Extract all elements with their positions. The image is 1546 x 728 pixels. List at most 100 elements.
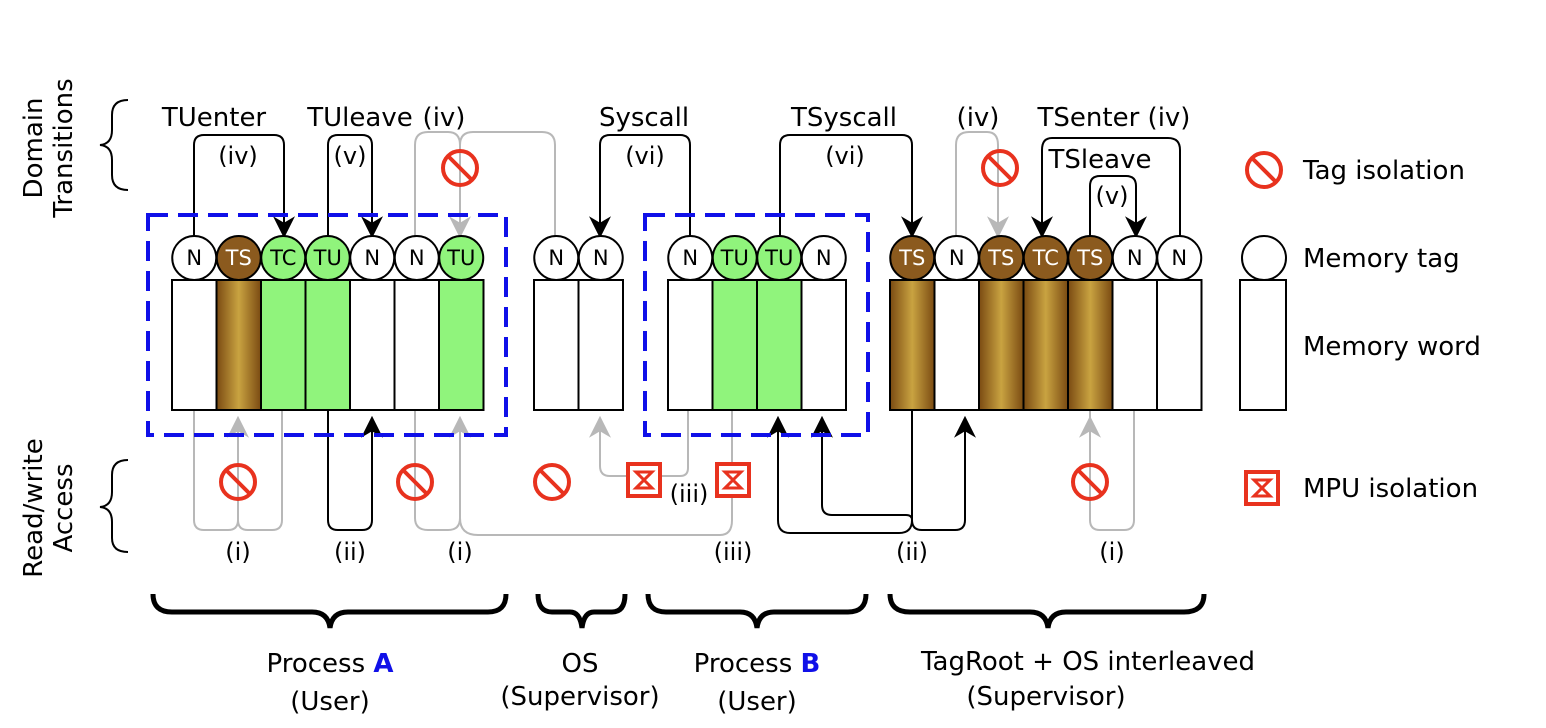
iv-label-tagroot: (iv)	[957, 103, 1000, 133]
memory-word-tagroot-2	[978, 279, 1025, 411]
domain-transitions-brace	[99, 99, 129, 191]
tag-isolation-icon	[1071, 463, 1109, 501]
legend: Tag isolation Memory tag Memory word MPU…	[1239, 151, 1481, 506]
domain-transitions-line2: Transitions	[49, 78, 79, 218]
process-a-brace	[150, 593, 509, 629]
process-b-prefix: Process	[694, 649, 801, 679]
tagroot-name: TagRoot + OS interleaved	[920, 647, 1255, 677]
memory-word-process-a-0	[171, 279, 218, 411]
memory-tag-label-process-b-1: TU	[720, 246, 749, 270]
process-a-prefix: Process	[266, 649, 373, 679]
memory-tag-label-tagroot-3: TC	[1032, 246, 1059, 270]
read-write-access-line2: Access	[49, 463, 79, 552]
tag-isolation-icon	[981, 149, 1019, 187]
process-a-letter: A	[373, 649, 393, 679]
memory-word-process-b-3	[800, 279, 847, 411]
legend-memory-word-label: Memory word	[1303, 332, 1481, 362]
read-write-access-label: Read/write Access	[19, 438, 79, 577]
memory-tag-label-tagroot-0: TS	[898, 246, 925, 270]
tag-isolation-icon	[441, 149, 479, 187]
domain-transitions-label: Domain Transitions	[19, 78, 79, 218]
memory-word-process-a-5	[393, 279, 440, 411]
tag-isolation-symbols	[219, 149, 1109, 501]
memory-word-tagroot-6	[1156, 279, 1203, 411]
memory-word-process-b-0	[667, 279, 714, 411]
memory-tag-os-1	[577, 235, 624, 281]
memory-word-tagroot-1	[933, 279, 980, 411]
memory-word-tagroot-4	[1067, 279, 1114, 411]
legend-memory-tag-label: Memory tag	[1303, 244, 1460, 274]
memory-word-process-a-2	[260, 279, 307, 411]
tagroot-mode: (Supervisor)	[966, 682, 1125, 712]
tagroot-brace	[887, 593, 1207, 629]
tsenter-label: TSenter (iv)	[1037, 103, 1191, 133]
memory-word-process-b-1	[711, 279, 758, 411]
memory-word-process-b-2	[756, 279, 803, 411]
tsyscall-label: TSyscall	[790, 103, 897, 133]
memory-tag-label-process-a-1: TS	[225, 246, 252, 270]
mpu-isolation-icon	[626, 462, 662, 498]
memory-tag-label-process-a-3: TU	[313, 246, 342, 270]
memory-tag-label-tagroot-5: N	[1127, 246, 1143, 270]
os-name: OS	[562, 649, 599, 679]
vi-tsyscall-label: (vi)	[825, 142, 865, 170]
process-b-mode: (User)	[717, 687, 797, 717]
memory-tag-process-b-3	[800, 235, 847, 281]
os-brace	[535, 593, 628, 629]
process-b-brace	[645, 593, 869, 629]
read-write-access-line1: Read/write	[19, 438, 49, 577]
memory-word-tagroot-0	[889, 279, 936, 411]
access-i-process-a: (i)	[225, 538, 250, 566]
mpu-isolation-icon	[715, 462, 751, 498]
syscall-label: Syscall	[599, 103, 689, 133]
process-a-mode: (User)	[290, 687, 370, 717]
os-mode: (Supervisor)	[500, 682, 659, 712]
mpu-isolation-symbols	[626, 462, 751, 498]
memory-tag-label-process-b-0: N	[682, 246, 698, 270]
read-write-access-brace	[99, 459, 129, 553]
legend-memory-tag-icon	[1241, 235, 1287, 281]
memory-word-process-a-3	[304, 279, 351, 411]
memory-tag-label-process-a-6: TU	[446, 246, 475, 270]
process-a-domain-box	[146, 213, 508, 437]
process-b-domain-box	[643, 213, 870, 437]
memory-tag-label-process-b-3: N	[816, 246, 832, 270]
memory-word-os-1	[577, 279, 624, 411]
memory-tag-label-process-a-2: TC	[269, 246, 296, 270]
memory-tag-label-tagroot-6: N	[1171, 246, 1187, 270]
access-i-cross: (i)	[447, 538, 472, 566]
memory-tag-label-process-b-2: TU	[764, 246, 793, 270]
memory-tag-label-process-a-4: N	[364, 246, 380, 270]
v-tsleave-label: (v)	[1096, 182, 1129, 210]
legend-mpu-isolation-icon	[1244, 470, 1280, 506]
memory-tag-label-os-1: N	[593, 246, 609, 270]
memory-word-process-a-1	[215, 279, 262, 411]
legend-tag-isolation-label: Tag isolation	[1302, 156, 1465, 186]
iv-tuenter-label: (iv)	[218, 142, 258, 170]
legend-mpu-isolation-label: MPU isolation	[1303, 474, 1478, 504]
memory-word-tagroot-3	[1022, 279, 1069, 411]
memory-word-tagroot-5	[1111, 279, 1158, 411]
access-iii-process-b: (iii)	[714, 538, 753, 566]
legend-tag-isolation-icon	[1245, 151, 1283, 189]
tag-isolation-icon	[219, 463, 257, 501]
process-a-name: Process A	[266, 649, 393, 679]
memory-tag-process-a-6	[438, 235, 485, 281]
iv-label-process-a: (iv)	[423, 103, 466, 133]
domain-transitions-line1: Domain	[19, 98, 49, 199]
process-b-name: Process B	[694, 649, 821, 679]
v-tuleave-label: (v)	[334, 142, 367, 170]
memory-tag-label-os-0: N	[548, 246, 564, 270]
memory-tag-tagroot-6	[1156, 235, 1203, 281]
blocked-transitions	[193, 131, 1135, 536]
legend-memory-word-icon	[1239, 279, 1287, 411]
tsleave-label: TSleave	[1048, 145, 1152, 175]
vi-syscall-label: (vi)	[625, 142, 665, 170]
access-ii-process-a: (ii)	[334, 538, 366, 566]
tag-isolation-icon	[396, 463, 434, 501]
permitted-transitions	[193, 134, 1181, 534]
tuleave-label: TUleave	[306, 103, 412, 133]
memory-tag-label-process-a-0: N	[186, 246, 202, 270]
